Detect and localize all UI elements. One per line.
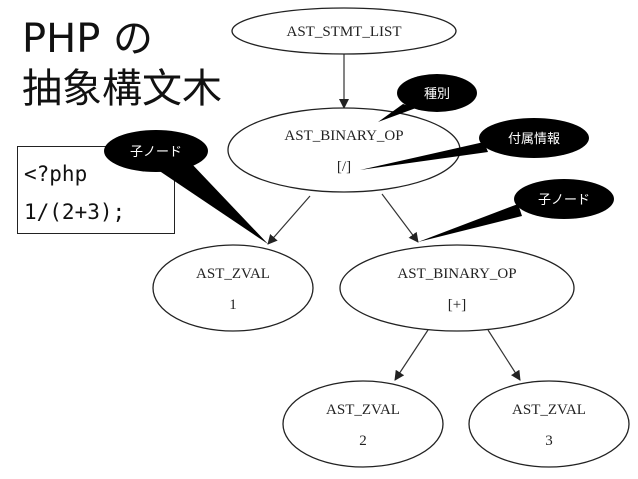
node-value: 2: [359, 433, 367, 449]
node-label: AST_ZVAL: [326, 402, 400, 418]
callout-attribute-label: 付属情報: [508, 132, 560, 147]
title-line-1: PHP の: [22, 16, 154, 62]
node-ast-zval-3: AST_ZVAL 3: [468, 380, 630, 468]
node-label: AST_BINARY_OP: [284, 128, 403, 144]
callout-kind: 種別: [378, 74, 477, 122]
slide-title: PHP の 抽象構文木: [22, 14, 222, 114]
title-line-2: 抽象構文木: [22, 66, 222, 112]
edge-binop-div-to-binop-add: [381, 193, 419, 243]
node-label: AST_BINARY_OP: [397, 266, 516, 282]
node-attr: [+]: [448, 297, 466, 313]
callout-attribute: 付属情報: [360, 118, 589, 170]
node-ast-zval-1: AST_ZVAL 1: [152, 244, 314, 332]
node-ast-zval-2: AST_ZVAL 2: [282, 380, 444, 468]
callout-child-left: 子ノード: [104, 130, 268, 244]
node-label: AST_ZVAL: [196, 266, 270, 282]
node-ast-binary-op-div: AST_BINARY_OP [/]: [227, 107, 461, 193]
code-line-1: <?php: [24, 162, 88, 186]
code-line-2: 1/(2+3);: [24, 200, 126, 224]
edge-binop-div-to-zval-1: [267, 195, 311, 245]
edge-binop-add-to-zval-3: [487, 329, 521, 381]
callout-child-left-label: 子ノード: [130, 145, 182, 160]
callout-kind-label: 種別: [424, 86, 450, 102]
edge-binop-add-to-zval-2: [394, 329, 429, 381]
callout-child-right-label: 子ノード: [538, 193, 590, 208]
node-label: AST_STMT_LIST: [286, 24, 401, 40]
node-ast-stmt-list: AST_STMT_LIST: [231, 7, 457, 55]
callout-child-right: 子ノード: [418, 179, 614, 242]
code-sample-box: <?php 1/(2+3);: [17, 146, 175, 234]
node-value: 3: [545, 433, 553, 449]
node-attr: [/]: [337, 159, 351, 175]
node-ast-binary-op-add: AST_BINARY_OP [+]: [339, 244, 575, 332]
node-label: AST_ZVAL: [512, 402, 586, 418]
node-value: 1: [229, 297, 237, 313]
